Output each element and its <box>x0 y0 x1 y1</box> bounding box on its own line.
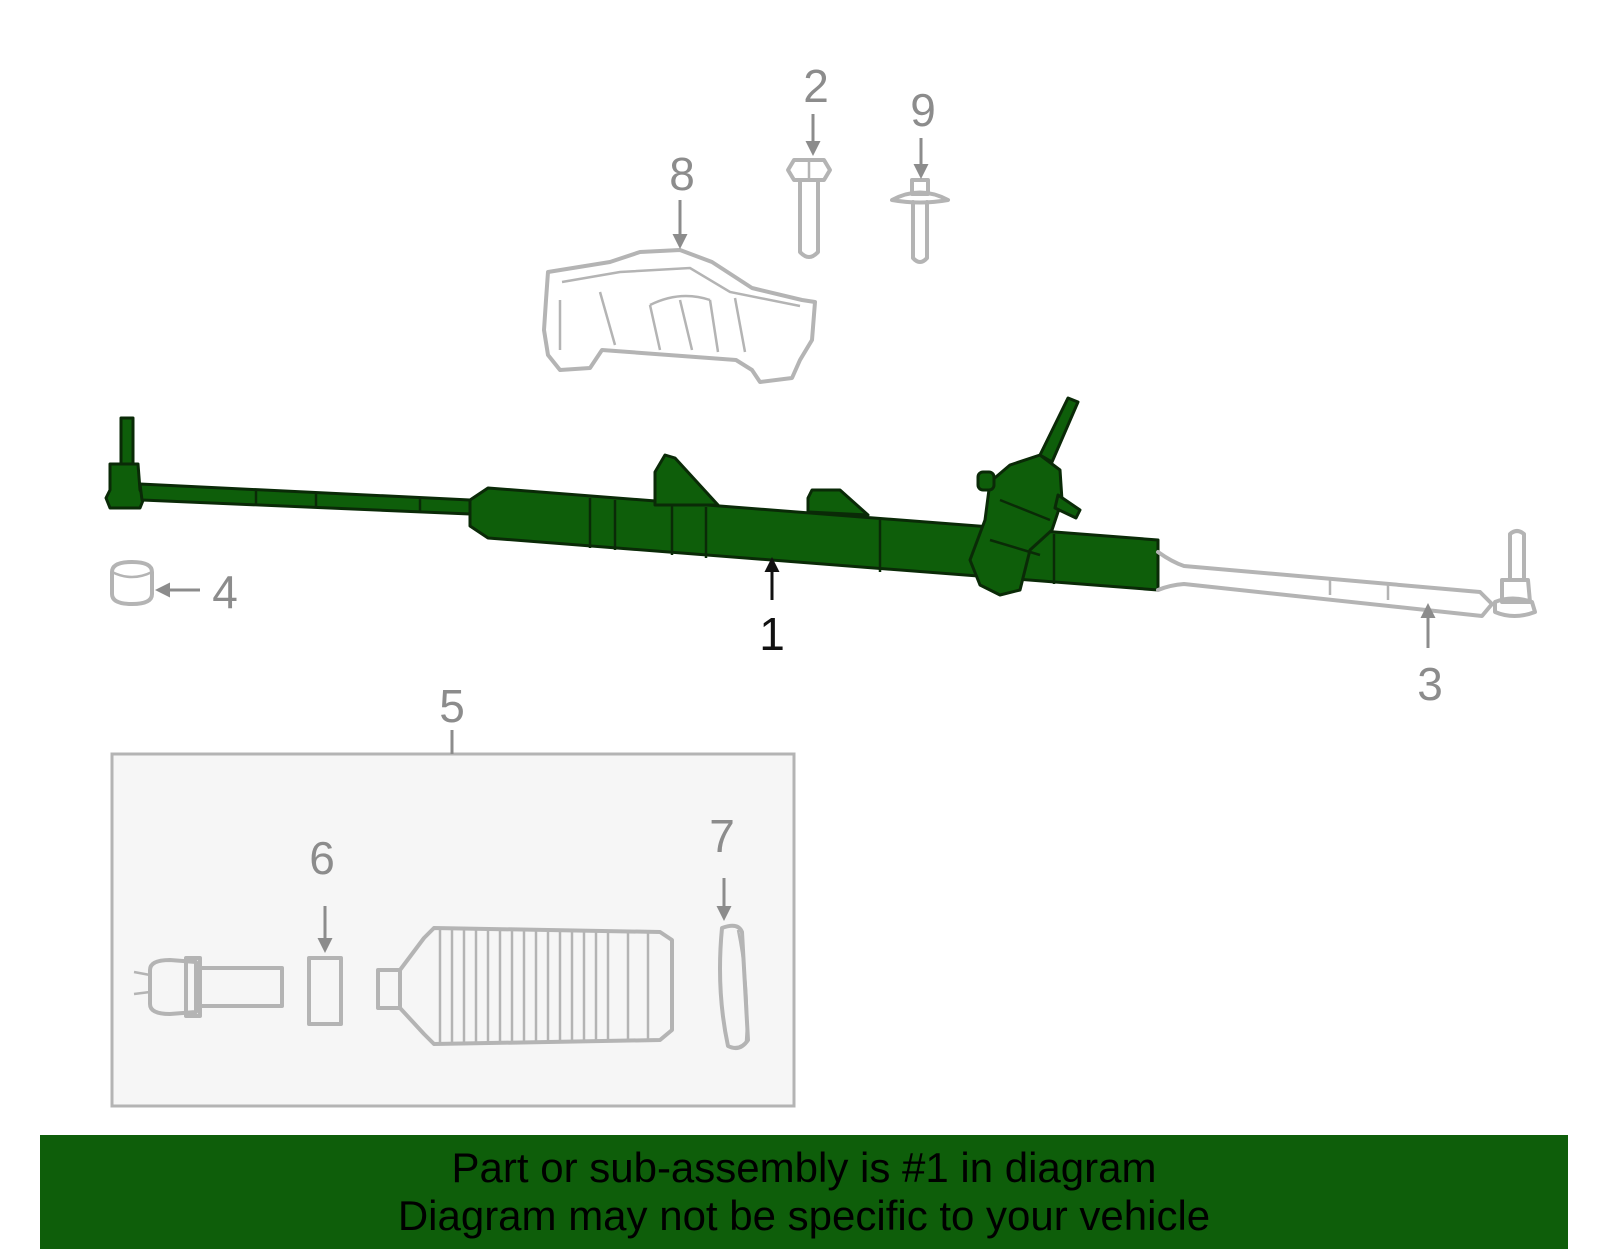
inner-tie-rod-part[interactable] <box>133 956 284 1018</box>
callout-7: 7 <box>709 810 735 862</box>
callout-2: 2 <box>803 60 829 112</box>
callout-1: 1 <box>759 608 785 660</box>
tie-rod-end-part[interactable] <box>1156 529 1537 618</box>
callout-6: 6 <box>309 832 335 884</box>
clamp-part[interactable] <box>307 956 343 1026</box>
callout-5: 5 <box>439 680 465 732</box>
bellows-boot-part[interactable] <box>376 926 674 1046</box>
callout-3: 3 <box>1417 658 1443 710</box>
disclaimer-banner: Part or sub-assembly is #1 in diagram Di… <box>40 1135 1568 1249</box>
push-pin-part[interactable] <box>890 178 950 264</box>
cap-part[interactable] <box>110 560 154 606</box>
banner-line-2: Diagram may not be specific to your vehi… <box>397 1192 1211 1239</box>
bolt-part[interactable] <box>786 158 832 259</box>
clamp-ring-part[interactable] <box>718 923 750 1050</box>
heat-shield-part[interactable] <box>542 248 817 384</box>
callout-9: 9 <box>910 84 936 136</box>
callout-4: 4 <box>212 566 238 618</box>
rack-and-pinion-assembly[interactable] <box>104 396 1160 597</box>
banner-line-1: Part or sub-assembly is #1 in diagram <box>451 1144 1157 1191</box>
callout-8: 8 <box>669 148 695 200</box>
